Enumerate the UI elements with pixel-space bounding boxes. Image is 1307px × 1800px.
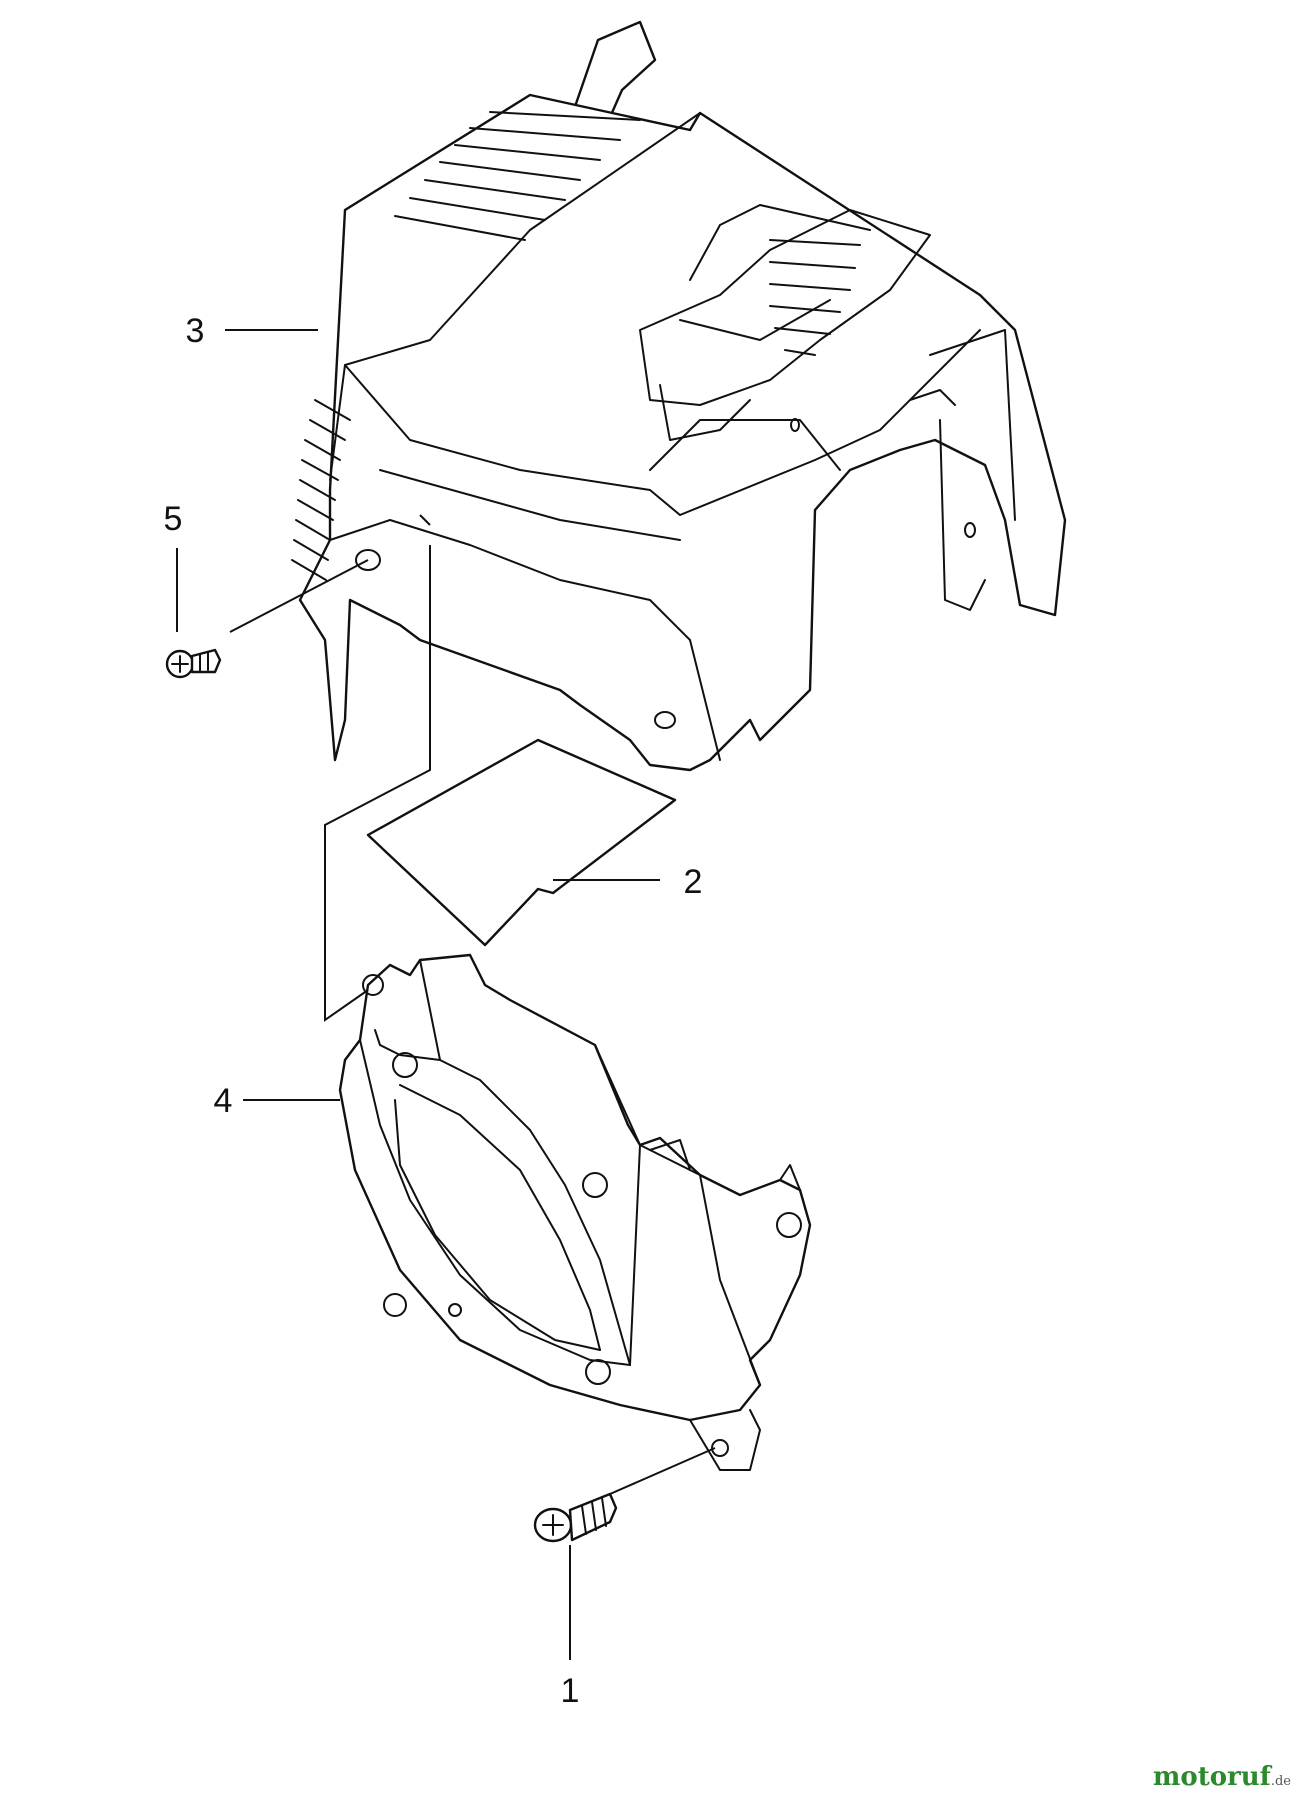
engine-cover-part-3[interactable] [291, 20, 1067, 772]
callout-labels: 3 5 2 4 1 [164, 312, 703, 1710]
bolt-part-1[interactable] [533, 1492, 618, 1543]
callout-5: 5 [164, 500, 183, 538]
watermark-name: motoruf [1152, 1762, 1271, 1792]
callout-1: 1 [561, 1672, 580, 1710]
callout-2: 2 [684, 863, 703, 901]
filter-sheet-part-2[interactable] [366, 738, 677, 947]
leader-lines [176, 329, 716, 1660]
screw-part-5[interactable] [165, 648, 222, 679]
watermark-tld: .de [1270, 1774, 1291, 1789]
motoruf-watermark: motoruf.de [1153, 1762, 1291, 1792]
callout-4: 4 [214, 1082, 233, 1120]
fan-housing-part-4[interactable] [338, 953, 812, 1471]
callout-3: 3 [186, 312, 205, 350]
